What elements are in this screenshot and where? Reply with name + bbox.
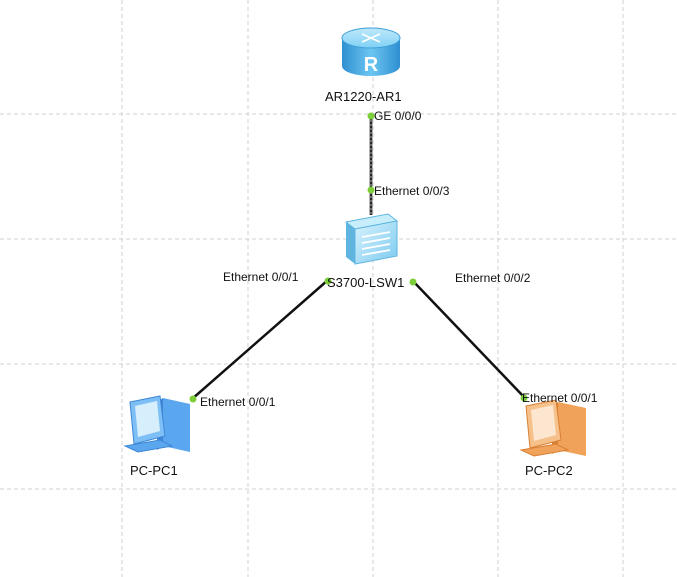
link-switch-pc1[interactable] xyxy=(191,279,329,400)
port-label-switch-e003: Ethernet 0/0/3 xyxy=(374,184,450,198)
link-switch-pc2[interactable] xyxy=(411,279,525,398)
port-dot-pc2-e001 xyxy=(520,394,528,402)
router-glyph: R xyxy=(364,54,379,76)
port-dot-router-ge000 xyxy=(367,112,375,120)
port-label-router-ge000: GE 0/0/0 xyxy=(374,109,422,123)
port-dot-switch-e003 xyxy=(367,186,375,194)
pc-icon[interactable] xyxy=(519,399,586,457)
pc-icon[interactable] xyxy=(123,395,190,453)
switch-icon[interactable] xyxy=(344,213,399,265)
port-label-switch-e001: Ethernet 0/0/1 xyxy=(223,270,299,284)
pc2-name-label: PC-PC2 xyxy=(525,463,573,478)
port-dot-switch-e001 xyxy=(324,277,332,285)
port-label-switch-e002: Ethernet 0/0/2 xyxy=(455,271,531,285)
switch-name-label: S3700-LSW1 xyxy=(327,275,405,290)
router-name-label: AR1220-AR1 xyxy=(325,89,402,104)
port-label-pc2-e001: Ethernet 0/0/1 xyxy=(522,391,598,405)
router-icon[interactable]: R xyxy=(341,27,401,76)
pc1-name-label: PC-PC1 xyxy=(130,463,178,478)
port-dot-switch-e002 xyxy=(409,278,417,286)
port-dot-pc1-e001 xyxy=(189,395,197,403)
port-label-pc1-e001: Ethernet 0/0/1 xyxy=(200,395,276,409)
